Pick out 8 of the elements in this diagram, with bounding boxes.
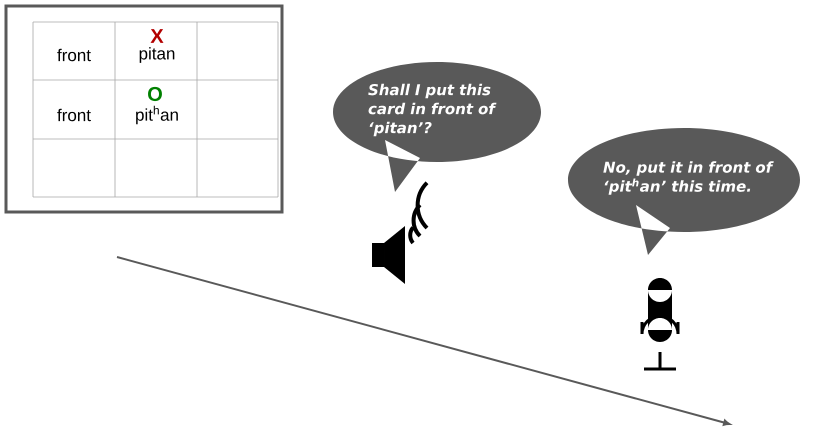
cell-text: front bbox=[57, 108, 91, 122]
speech-bubble: Shall I put this card in front of ‘pitan’? bbox=[333, 62, 541, 192]
cell-text: pit$^{h}$an bbox=[136, 106, 178, 124]
circle-mark: O bbox=[148, 86, 162, 102]
cell-text: pitan bbox=[140, 47, 174, 63]
cell-text: front bbox=[57, 48, 91, 62]
speech-bubble: No, put it in front of ‘pit$^{h}$an’ this time. bbox=[568, 128, 800, 255]
cross-mark: X bbox=[150, 29, 164, 43]
